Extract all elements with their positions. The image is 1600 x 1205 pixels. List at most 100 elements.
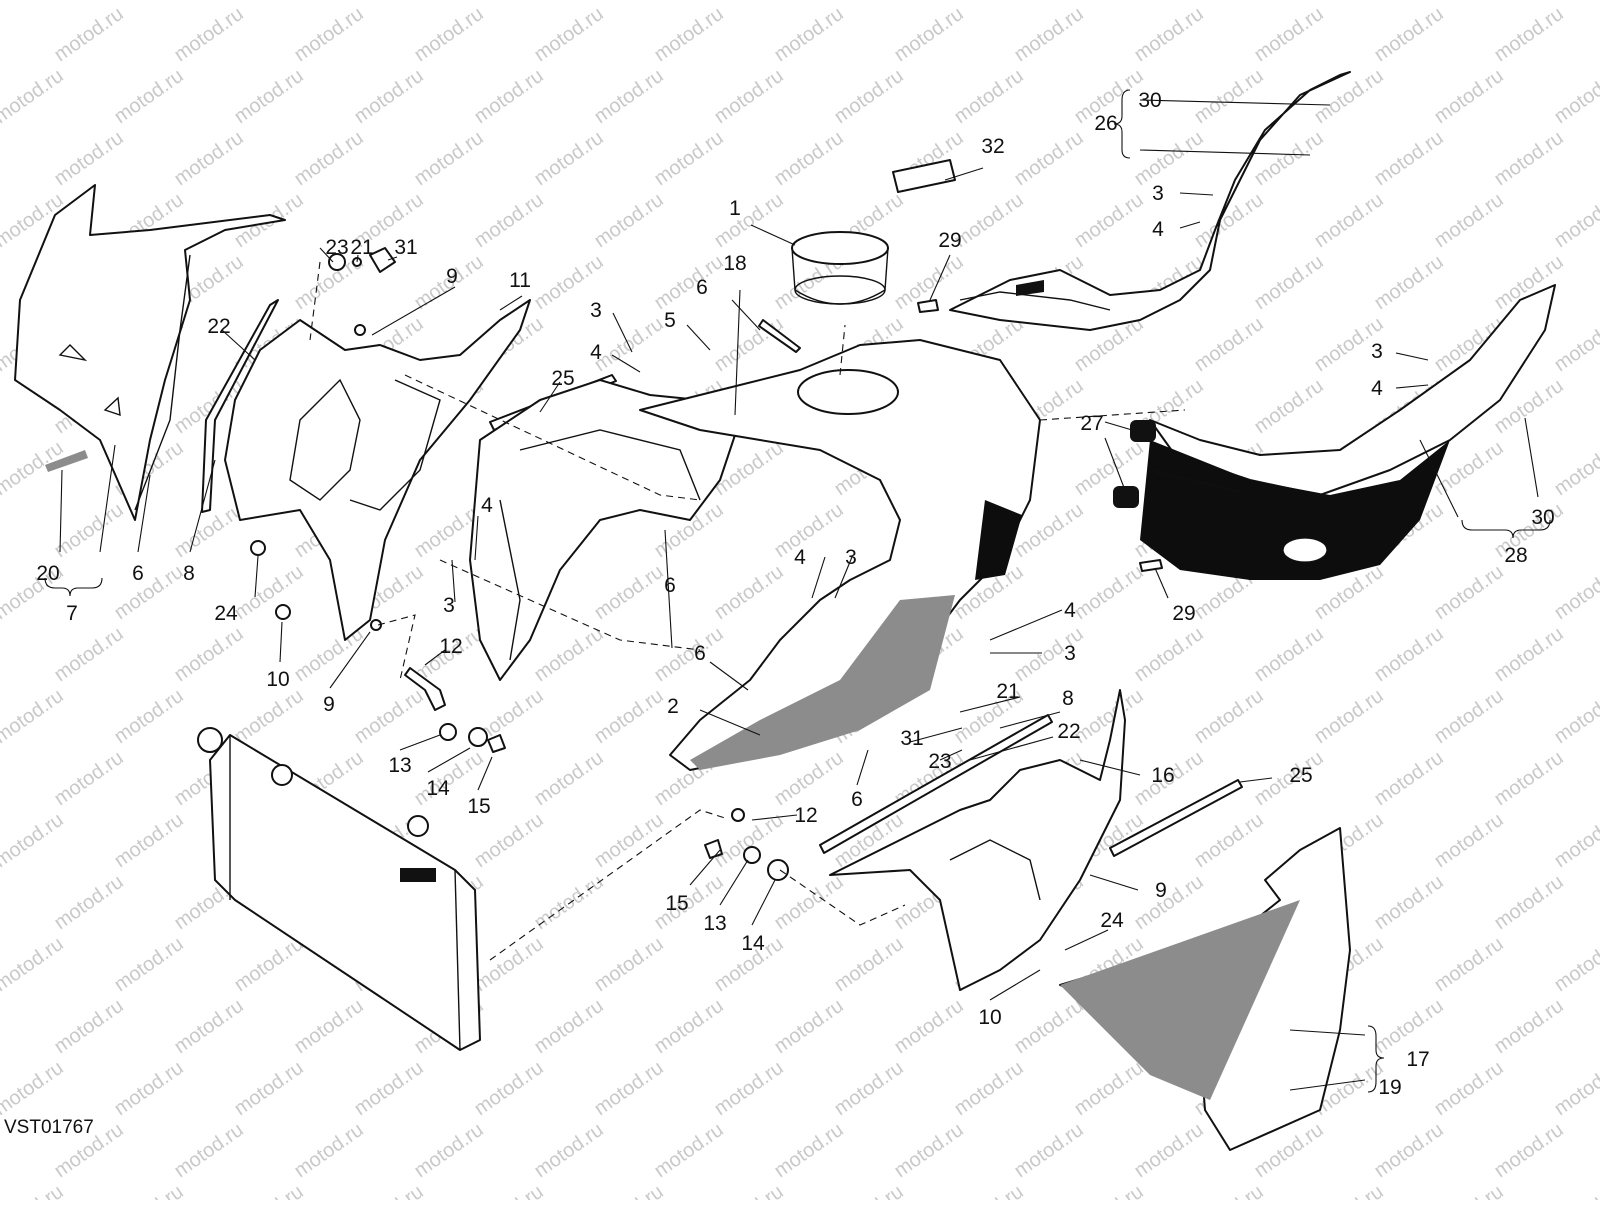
watermark-244: motod.ru [770, 995, 847, 1058]
watermark-238: motod.ru [50, 995, 127, 1058]
callout-3-rear-upper: 3 [1152, 182, 1164, 205]
watermark-14: motod.ru [50, 3, 127, 66]
left-fairing-panel [14, 184, 286, 521]
watermark-33: motod.ru [590, 65, 667, 128]
watermark-155: motod.ru [170, 623, 247, 686]
callout-28: 28 [1504, 544, 1527, 567]
watermark-255: motod.ru [350, 1057, 427, 1120]
watermark-3: motod.ru [350, 0, 427, 4]
washer-13-left [439, 723, 457, 741]
callout-7: 7 [66, 602, 78, 625]
leader-lines [59, 99, 1539, 1091]
bush-14-right [767, 859, 789, 881]
watermark-40: motod.ru [1430, 65, 1507, 128]
callout-3-mid: 3 [443, 594, 455, 617]
watermark-141: motod.ru [110, 561, 187, 624]
watermark-180: motod.ru [1430, 685, 1507, 748]
callout-4-right: 4 [1064, 599, 1076, 622]
tank-black-panel [975, 500, 1022, 580]
watermark-162: motod.ru [1010, 623, 1087, 686]
watermark-225: motod.ru [110, 933, 187, 996]
callout-3-tank: 3 [845, 546, 857, 569]
watermark-35: motod.ru [830, 65, 907, 128]
watermark-228: motod.ru [470, 933, 547, 996]
lower-panel-black [1140, 440, 1450, 580]
fuel-tank [639, 339, 1041, 771]
inner-fairing-right [829, 689, 1126, 991]
watermark-22: motod.ru [1010, 3, 1087, 66]
watermark-193: motod.ru [1370, 747, 1447, 810]
callout-9-right: 9 [1155, 879, 1167, 902]
watermark-200: motod.ru [470, 809, 547, 872]
watermark-168: motod.ru [0, 685, 68, 748]
callout-15-right: 15 [665, 892, 688, 915]
callout-labels: 1 2 32 29 29 30 30 26 28 27 3 4 3 4 23 2… [36, 89, 1554, 1099]
watermark-214: motod.ru [530, 871, 607, 934]
watermark-31: motod.ru [350, 65, 427, 128]
watermark-13: motod.ru [1550, 0, 1600, 4]
watermark-60: motod.ru [470, 189, 547, 252]
callout-6-mid: 6 [664, 574, 676, 597]
watermark-278: motod.ru [1490, 1119, 1567, 1182]
watermark-132: motod.ru [770, 499, 847, 562]
callout-15-left: 15 [467, 795, 490, 818]
watermark-39: motod.ru [1310, 65, 1387, 128]
watermark-292: motod.ru [1430, 1181, 1507, 1200]
watermark-173: motod.ru [590, 685, 667, 748]
callout-9-left: 9 [323, 693, 335, 716]
watermark-94: motod.ru [1190, 313, 1267, 376]
watermark-245: motod.ru [890, 995, 967, 1058]
watermark-239: motod.ru [170, 995, 247, 1058]
inner-fairing-left [224, 299, 531, 641]
watermark-164: motod.ru [1250, 623, 1327, 686]
watermark-68: motod.ru [1430, 189, 1507, 252]
watermark-286: motod.ru [710, 1181, 787, 1200]
callout-26: 26 [1094, 112, 1117, 135]
watermark-240: motod.ru [290, 995, 367, 1058]
callout-6-tank: 6 [694, 642, 706, 665]
watermark-0: motod.ru [0, 0, 68, 4]
watermark-154: motod.ru [50, 623, 127, 686]
watermark-246: motod.ru [1010, 995, 1087, 1058]
washer-13-right [743, 846, 761, 864]
filler-opening [797, 369, 899, 415]
watermark-1: motod.ru [110, 0, 187, 4]
watermark-9: motod.ru [1070, 0, 1147, 4]
watermark-170: motod.ru [230, 685, 307, 748]
watermark-229: motod.ru [590, 933, 667, 996]
watermark-261: motod.ru [1070, 1057, 1147, 1120]
callout-30-top: 30 [1138, 89, 1161, 112]
grommet-27-b [1113, 486, 1139, 508]
callout-4-upper: 4 [590, 341, 602, 364]
watermark-64: motod.ru [950, 189, 1027, 252]
callout-12-left: 12 [439, 635, 462, 658]
watermark-34: motod.ru [710, 65, 787, 128]
callout-5: 5 [664, 309, 676, 332]
watermark-221: motod.ru [1370, 871, 1447, 934]
watermark-8: motod.ru [950, 0, 1027, 4]
watermark-145: motod.ru [590, 561, 667, 624]
watermark-152: motod.ru [1430, 561, 1507, 624]
watermark-5: motod.ru [590, 0, 667, 4]
watermark-275: motod.ru [1130, 1119, 1207, 1182]
callout-10-left: 10 [266, 668, 289, 691]
watermark-269: motod.ru [410, 1119, 487, 1182]
watermark-124: motod.ru [1430, 437, 1507, 500]
watermark-44: motod.ru [290, 127, 367, 190]
watermark-179: motod.ru [1310, 685, 1387, 748]
callout-24-right: 24 [1100, 909, 1124, 932]
watermark-50: motod.ru [1010, 127, 1087, 190]
callout-6-upper: 6 [696, 276, 708, 299]
callout-3-rear-lower: 3 [1371, 340, 1383, 363]
callout-29-lower: 29 [1172, 602, 1195, 625]
watermark-194: motod.ru [1490, 747, 1567, 810]
watermark-18: motod.ru [530, 3, 607, 66]
watermark-25: motod.ru [1370, 3, 1447, 66]
watermark-257: motod.ru [590, 1057, 667, 1120]
watermark-43: motod.ru [170, 127, 247, 190]
watermark-81: motod.ru [1370, 251, 1447, 314]
watermark-272: motod.ru [770, 1119, 847, 1182]
watermark-67: motod.ru [1310, 189, 1387, 252]
watermark-258: motod.ru [710, 1057, 787, 1120]
callout-25-right: 25 [1289, 764, 1312, 787]
